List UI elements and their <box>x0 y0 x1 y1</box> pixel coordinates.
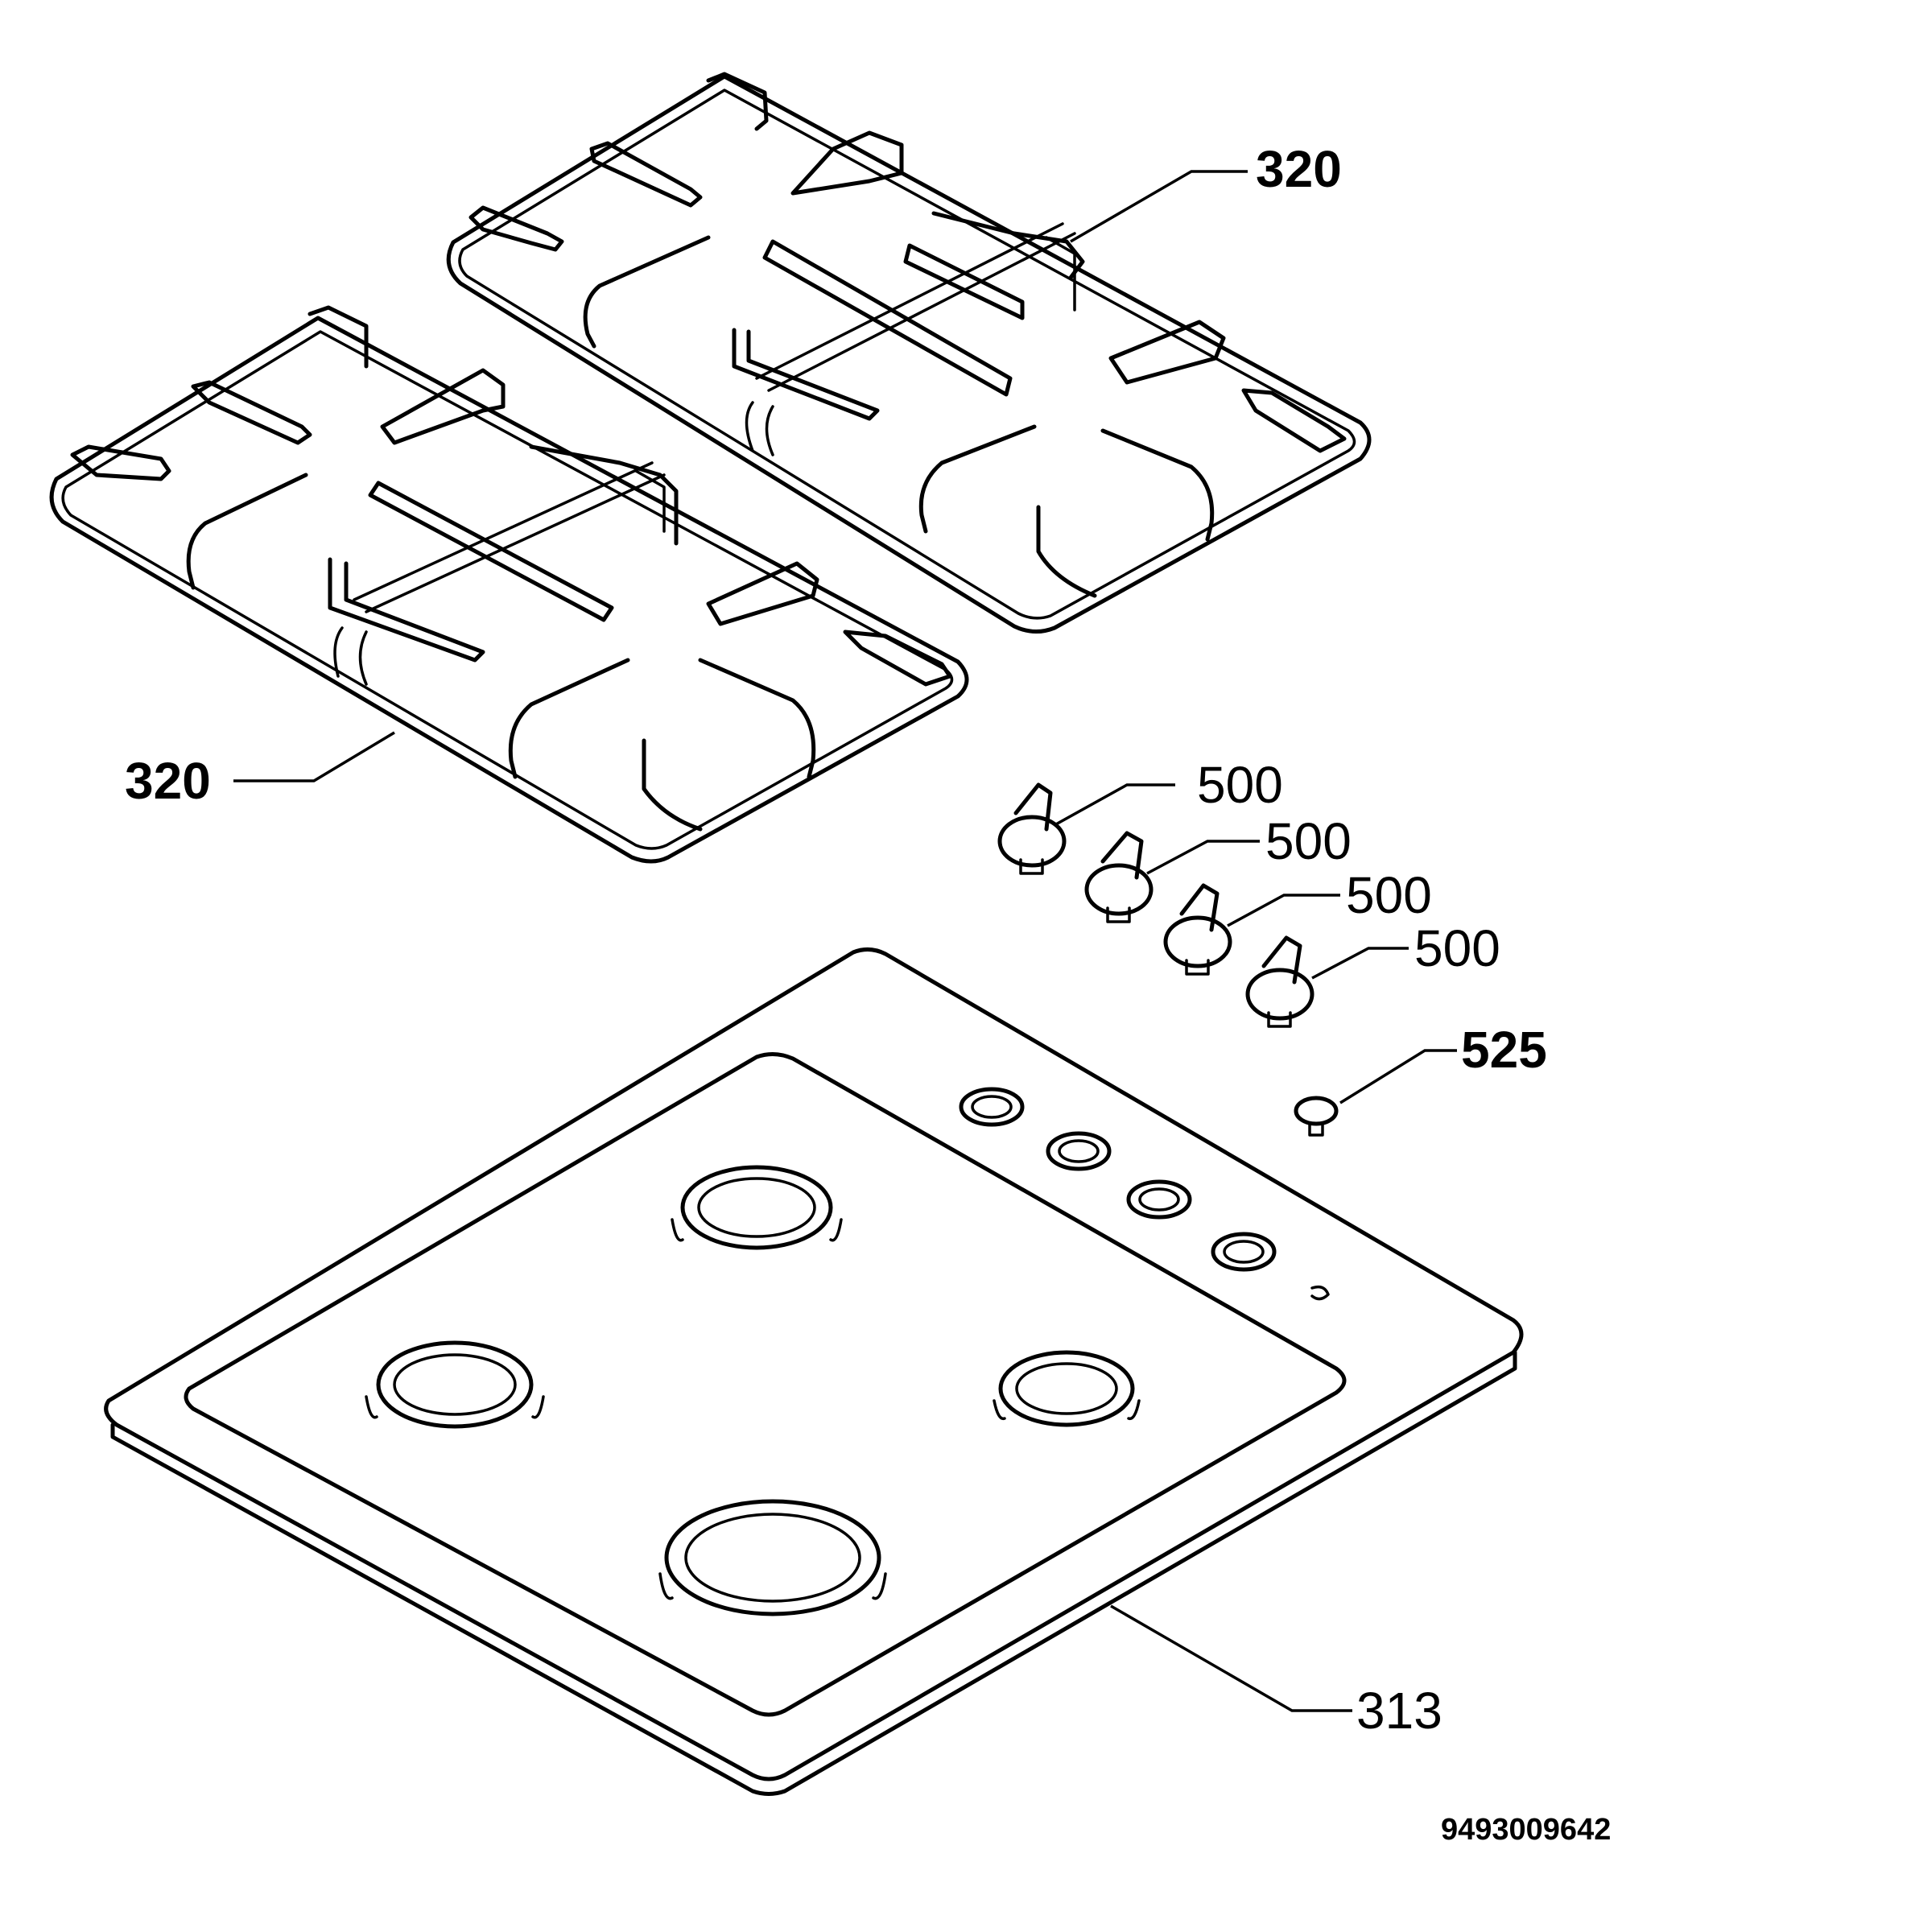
callout-500-knob-2: 500 <box>1265 812 1352 870</box>
burner-right <box>993 1350 1141 1427</box>
knob-hole-1 <box>959 1087 1025 1127</box>
callout-500-knob-3: 500 <box>1346 866 1432 924</box>
control-knob-4 <box>1245 935 1314 1028</box>
ignition-button <box>1294 1096 1339 1137</box>
ignition-hole <box>1310 1285 1330 1301</box>
control-knob-2 <box>1084 831 1154 923</box>
burner-front <box>658 1499 887 1616</box>
burner-rear <box>671 1165 843 1250</box>
pan-support-grid-back <box>446 72 1372 634</box>
knob-hole-4 <box>1211 1232 1277 1272</box>
document-number: 9493009642 <box>1441 1813 1611 1847</box>
callout-313: 313 <box>1356 1682 1442 1740</box>
leader-lines <box>233 170 1457 1712</box>
callout-500-knob-4: 500 <box>1414 919 1500 977</box>
pan-support-grid-front <box>49 305 969 864</box>
burner-left <box>365 1340 545 1429</box>
callout-525: 525 <box>1461 1021 1547 1079</box>
control-knob-3 <box>1163 883 1232 976</box>
callout-500-knob-1: 500 <box>1197 756 1283 814</box>
knob-hole-2 <box>1046 1131 1112 1171</box>
control-knob-1 <box>997 782 1067 875</box>
callout-320-front: 320 <box>125 752 211 810</box>
knob-hole-3 <box>1126 1179 1192 1220</box>
hob-top-panel <box>104 947 1524 1796</box>
callout-320-back: 320 <box>1256 140 1342 198</box>
